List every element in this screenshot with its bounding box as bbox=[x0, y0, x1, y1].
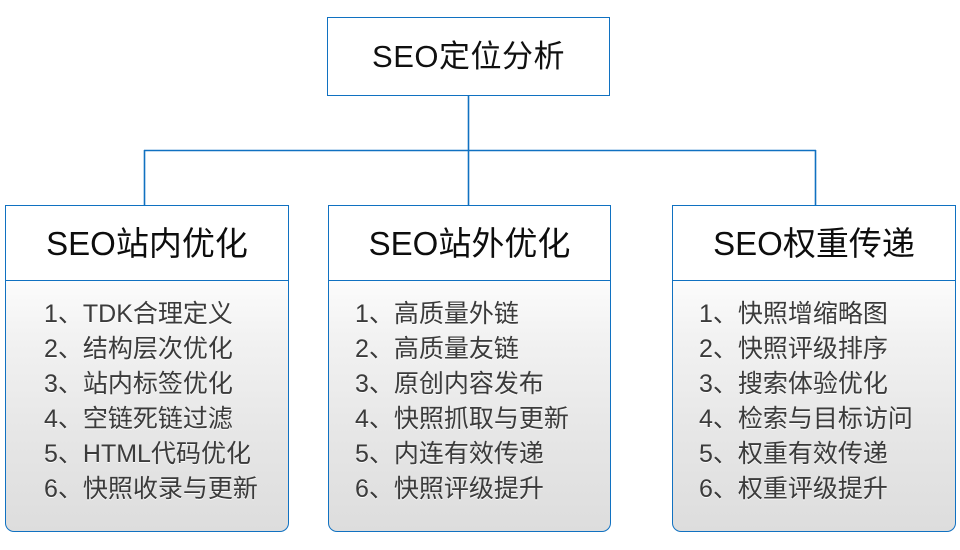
list-item: 1、高质量外链 bbox=[355, 300, 519, 328]
list-item: 3、搜索体验优化 bbox=[699, 370, 888, 398]
branch-header-label-1: SEO站内优化 bbox=[46, 224, 248, 262]
list-item: 6、权重评级提升 bbox=[699, 475, 888, 503]
branch-column-3: SEO权重传递 1、快照增缩略图 2、快照评级排序 3、搜索体验优化 4、检索与… bbox=[672, 205, 956, 532]
list-item: 4、快照抓取与更新 bbox=[355, 405, 569, 433]
branch-header-2[interactable]: SEO站外优化 bbox=[328, 205, 611, 281]
list-item: 1、快照增缩略图 bbox=[699, 300, 888, 328]
branch-list-2: 1、高质量外链 2、高质量友链 3、原创内容发布 4、快照抓取与更新 5、内连有… bbox=[328, 281, 611, 532]
root-node[interactable]: SEO定位分析 bbox=[327, 17, 610, 96]
list-item: 1、TDK合理定义 bbox=[44, 300, 233, 328]
branch-header-label-2: SEO站外优化 bbox=[368, 224, 571, 262]
list-item: 4、检索与目标访问 bbox=[699, 405, 913, 433]
branch-header-label-3: SEO权重传递 bbox=[713, 224, 915, 262]
list-item: 5、权重有效传递 bbox=[699, 440, 888, 468]
branch-list-1: 1、TDK合理定义 2、结构层次优化 3、站内标签优化 4、空链死链过滤 5、H… bbox=[5, 281, 289, 532]
list-item: 6、快照收录与更新 bbox=[44, 475, 258, 503]
list-item: 3、站内标签优化 bbox=[44, 370, 233, 398]
list-item: 2、快照评级排序 bbox=[699, 335, 888, 363]
list-item: 2、高质量友链 bbox=[355, 335, 519, 363]
branch-column-1: SEO站内优化 1、TDK合理定义 2、结构层次优化 3、站内标签优化 4、空链… bbox=[5, 205, 289, 532]
root-node-label: SEO定位分析 bbox=[372, 39, 565, 74]
branch-header-3[interactable]: SEO权重传递 bbox=[672, 205, 956, 281]
list-item: 6、快照评级提升 bbox=[355, 475, 544, 503]
list-item: 2、结构层次优化 bbox=[44, 335, 233, 363]
list-item: 4、空链死链过滤 bbox=[44, 405, 233, 433]
branch-header-1[interactable]: SEO站内优化 bbox=[5, 205, 289, 281]
branch-list-3: 1、快照增缩略图 2、快照评级排序 3、搜索体验优化 4、检索与目标访问 5、权… bbox=[672, 281, 956, 532]
list-item: 3、原创内容发布 bbox=[355, 370, 544, 398]
list-item: 5、HTML代码优化 bbox=[44, 440, 251, 468]
list-item: 5、内连有效传递 bbox=[355, 440, 544, 468]
branch-column-2: SEO站外优化 1、高质量外链 2、高质量友链 3、原创内容发布 4、快照抓取与… bbox=[328, 205, 611, 532]
